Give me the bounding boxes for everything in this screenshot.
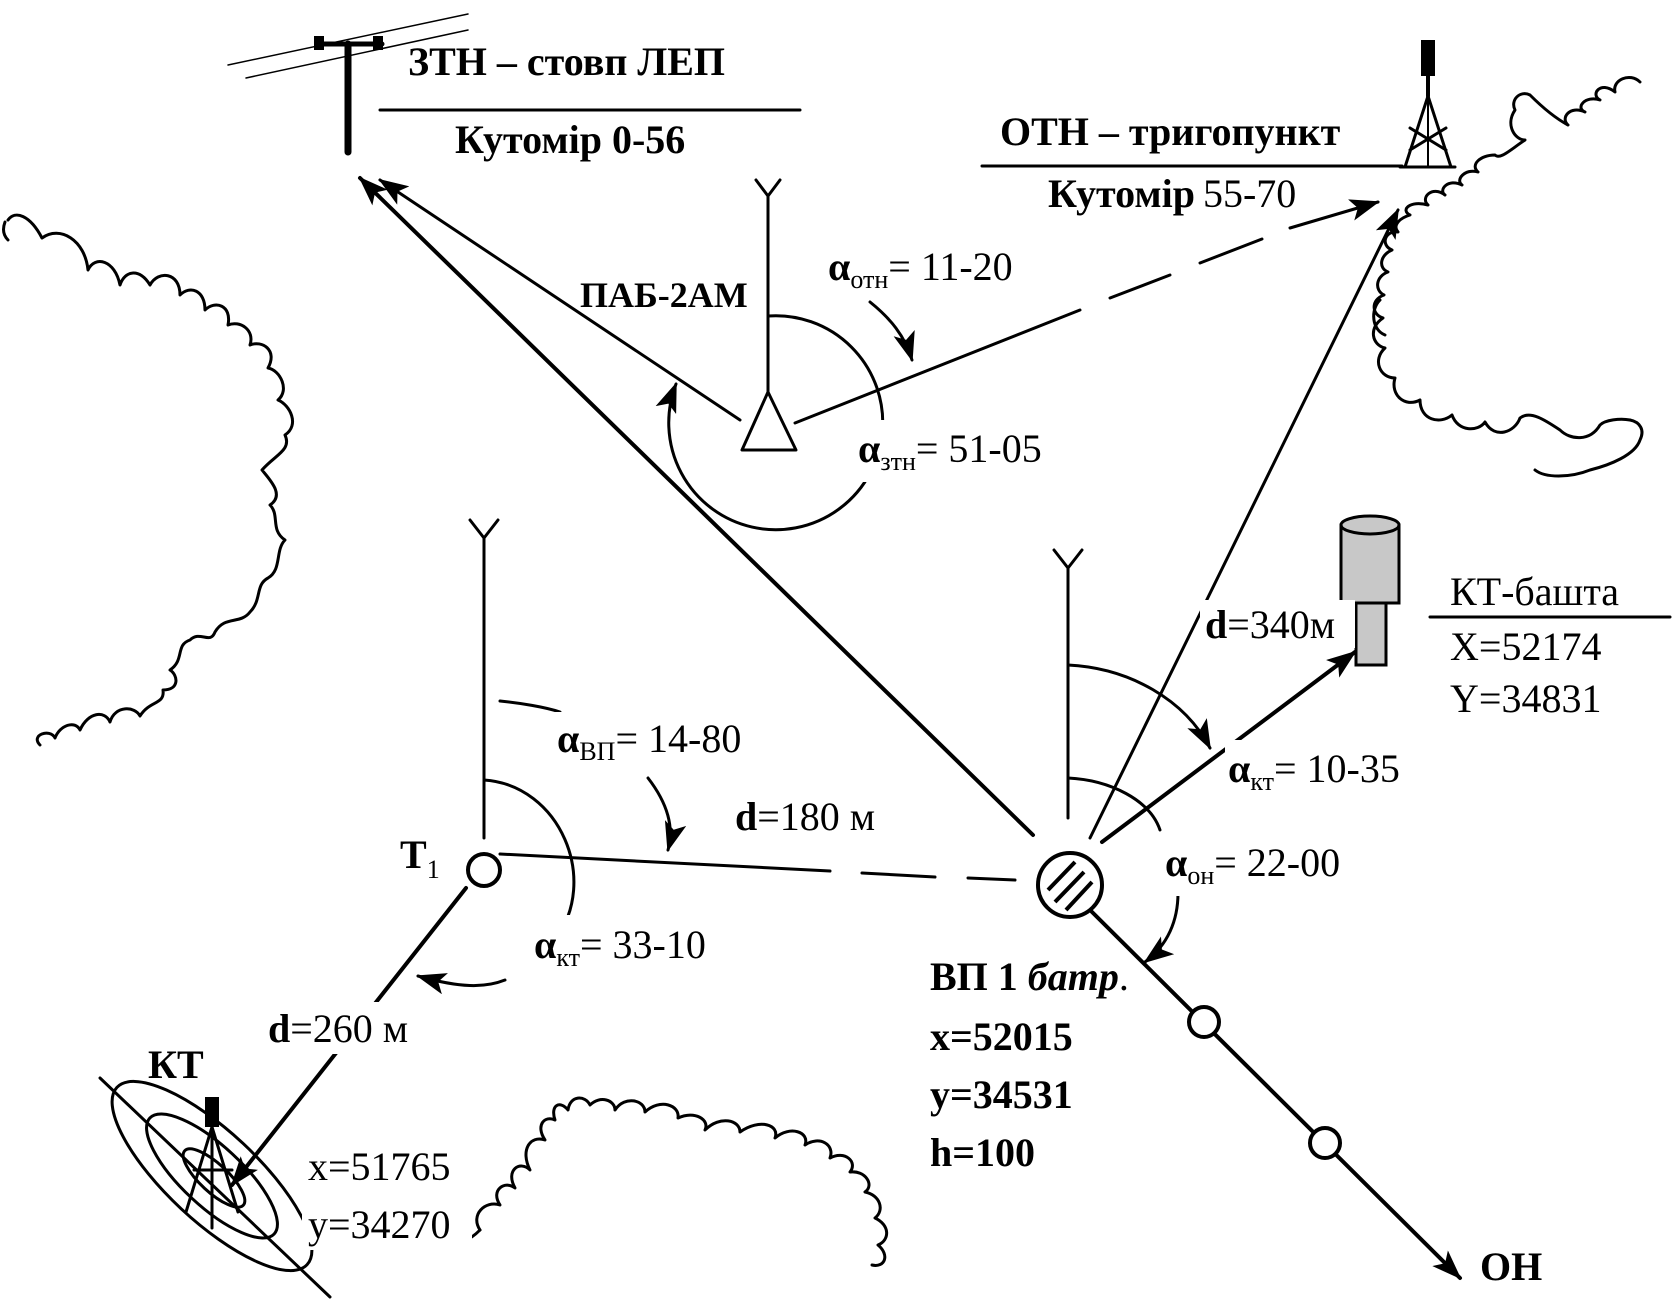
vp-angle-bg [552,712,782,770]
zth-title: ЗТН – стовп ЛЕП [408,39,725,84]
forest-outline-left [2,213,295,747]
angle-zth-label: αзтн= 51-05 [858,426,1042,476]
angle-on-label: αон= 22-00 [1165,840,1340,890]
line-vp-to-oth [1088,208,1400,840]
arc-kt-angle-vp [1066,663,1212,750]
kt-x: x=51765 [308,1144,451,1189]
line-vp-to-zth [358,176,1035,837]
on-angle-bg [1160,836,1400,896]
angle-oth-label: αотн= 11-20 [828,244,1013,294]
dist-t1-kt-bg [262,1002,442,1054]
line-pab-to-oth-dash2 [1198,237,1264,265]
arc-oth-angle [868,300,915,362]
kt-terrain-icon [98,1076,332,1299]
line-t1-to-vp-dash2 [966,876,1017,882]
power-pole-icon [227,13,469,156]
line-pab-to-oth-dash1 [1108,273,1172,300]
vp-y: y=34531 [930,1072,1073,1117]
line-t1-to-vp-solid [498,852,832,873]
arc-vp-angle-pointer [646,776,687,852]
kt-angle-t1-bg [530,915,745,975]
on-gun-point-2 [1308,1126,1342,1160]
t1-compass-icon [468,518,500,840]
oth-title: ОТН – тригопункт [1000,109,1341,154]
distance-vp-t1: d=180 м [735,794,875,839]
distance-vp-tower: d=340м [1205,602,1335,647]
kt-y: y=34270 [308,1202,451,1247]
arc-kt-angle-t1-tail [416,973,507,995]
angle-vp-label: αВП= 14-80 [557,716,741,766]
oth-angle-bg [822,237,1072,297]
t1-label: Т1 [400,832,440,884]
on-gun-point-1 [1187,1005,1221,1039]
line-pab-to-zth [378,178,742,422]
line-pab-to-oth-end [1288,199,1380,230]
kt-angle-vp-bg [1225,740,1435,800]
arc-zth-angle [655,314,885,532]
dist-vp-tower-bg [1200,600,1355,648]
triangulation-point-icon [1398,40,1457,169]
line-pab-to-oth-solid [793,308,1082,425]
dist-vp-t1-bg [728,790,908,842]
tower-title: КТ-башта [1450,569,1619,614]
tower-x: X=52174 [1450,624,1601,669]
kt-coords-bg [302,1142,472,1250]
pab-2am-instrument-icon [740,178,798,452]
vp-h: h=100 [930,1130,1035,1175]
t1-point [466,852,502,888]
zth-angle-bg [852,420,1102,482]
vp-x: x=52015 [930,1014,1073,1059]
forest-outline-bottom [446,1096,889,1267]
on-label: ОН [1480,1244,1542,1289]
vp-compass-icon [1052,548,1084,820]
vp-observation-post-icon [1036,851,1104,919]
vp-name: ВП 1 батр. [930,954,1129,999]
water-tower-icon [1339,514,1401,667]
angle-kt-t1-label: αкт= 33-10 [534,922,706,972]
oth-angle-value: 55-70 [1203,171,1296,216]
line-vp-to-on [1083,903,1462,1280]
kt-label: КТ [148,1042,204,1087]
arc-vp-angle-t1 [498,699,562,714]
instrument-name: ПАБ-2АМ [580,275,748,315]
tower-y: Y=34831 [1450,676,1601,721]
arc-on-angle-vp [1066,776,1162,832]
arc-on-angle-pointer [1143,891,1180,964]
angle-kt-vp-label: αкт= 10-35 [1228,746,1400,796]
distance-t1-kt: d=260 м [268,1006,408,1051]
zth-angle: Кутомір 0-56 [455,117,685,162]
oth-angle-label: Кутомір [1048,171,1195,216]
line-t1-to-vp-dash1 [860,871,937,879]
